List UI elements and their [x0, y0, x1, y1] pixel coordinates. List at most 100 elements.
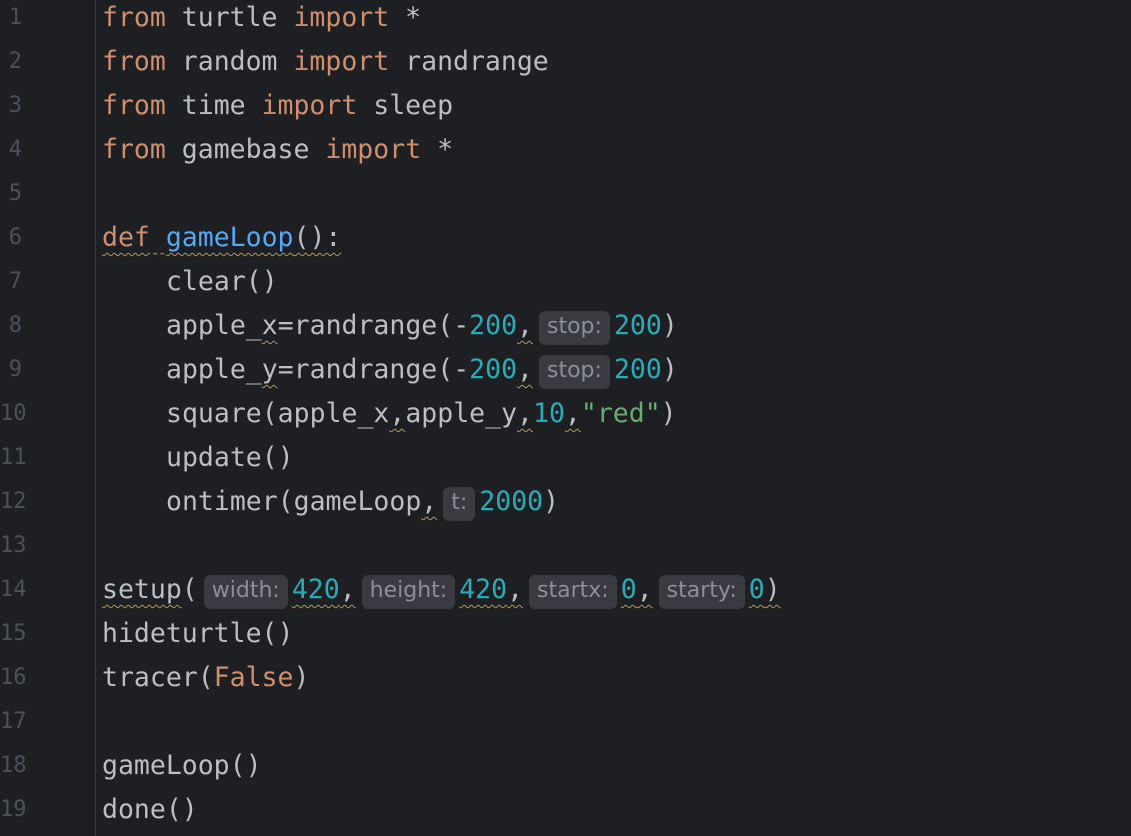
code-line[interactable]: 18 gameLoop() [0, 748, 1131, 792]
code-token: , [389, 398, 406, 429]
code-token: 200 [613, 310, 662, 341]
code-token: , [517, 310, 533, 341]
gutter-divider [95, 0, 96, 836]
code-token: 420 [459, 574, 508, 605]
line-number: 15 [0, 621, 27, 646]
line-code: from time import sleep [102, 88, 453, 132]
code-token: False [213, 662, 294, 693]
code-token: ontimer(gameLoop [166, 486, 422, 517]
code-line[interactable]: 3 from time import sleep [0, 88, 1131, 132]
code-token: 200 [613, 354, 662, 385]
code-token: sleep [357, 90, 454, 121]
code-line[interactable]: 11 update() [0, 440, 1131, 484]
code-line[interactable]: 19 done() [0, 792, 1131, 836]
code-token: apple_y [405, 398, 518, 429]
code-line[interactable]: 17 [0, 704, 1131, 748]
code-token: , [564, 398, 581, 429]
code-token: , [636, 574, 653, 605]
line-number: 2 [8, 49, 22, 74]
line-number: 14 [0, 577, 27, 602]
parameter-hint: stop: [539, 311, 610, 345]
code-token: "red" [580, 398, 661, 429]
line-code: done() [102, 792, 198, 836]
code-token: x [261, 310, 278, 341]
code-token: * [421, 134, 454, 165]
code-token: from [102, 46, 166, 77]
code-token: update() [166, 442, 294, 473]
code-token [150, 222, 166, 253]
line-number: 6 [8, 225, 22, 250]
code-token: ) [661, 354, 678, 385]
line-number: 1 [8, 5, 22, 30]
line-number: 8 [8, 313, 22, 338]
parameter-hint: starty: [658, 575, 745, 609]
line-code: clear() [166, 264, 278, 308]
code-token: apple_ [166, 354, 262, 385]
code-token: ) [764, 574, 781, 605]
code-line[interactable]: 9 apple_y=randrange(-200,stop:200) [0, 352, 1131, 396]
code-token: def [102, 222, 150, 253]
code-token: from [102, 134, 166, 165]
code-token: , [517, 354, 533, 385]
code-token: ) [543, 486, 560, 517]
line-code: apple_x=randrange(-200,stop:200) [166, 308, 678, 352]
code-token: gameLoop() [102, 750, 262, 781]
code-token: =randrange(- [277, 354, 470, 385]
code-token: random [165, 46, 294, 77]
code-token: import [261, 90, 358, 121]
code-line[interactable]: 13 [0, 528, 1131, 572]
code-line[interactable]: 12 ontimer(gameLoop,t:2000) [0, 484, 1131, 528]
parameter-hint: width: [203, 575, 288, 609]
line-code: setup(width:420,height:420,startx:0,star… [102, 572, 781, 616]
code-token: from [102, 90, 166, 121]
line-code: hideturtle() [102, 616, 293, 660]
parameter-hint: stop: [539, 355, 610, 389]
code-token: import [325, 134, 422, 165]
code-line[interactable]: 2 from random import randrange [0, 44, 1131, 88]
code-line[interactable]: 15 hideturtle() [0, 616, 1131, 660]
code-token: gamebase [165, 134, 326, 165]
code-token: gameLoop [165, 222, 294, 253]
code-line[interactable]: 7 clear() [0, 264, 1131, 308]
line-number: 10 [0, 401, 27, 426]
line-code: def gameLoop(): [102, 220, 341, 264]
code-token: import [293, 46, 390, 77]
code-token: =randrange(- [277, 310, 470, 341]
code-line[interactable]: 6 def gameLoop(): [0, 220, 1131, 264]
code-token: , [507, 574, 524, 605]
code-token: 200 [469, 354, 518, 385]
line-number: 13 [0, 533, 27, 558]
line-number: 11 [0, 445, 27, 470]
line-number: 12 [0, 489, 27, 514]
code-line[interactable]: 5 [0, 176, 1131, 220]
code-token: 10 [533, 398, 565, 429]
code-token: from [102, 2, 166, 33]
code-token: randrange [389, 46, 549, 77]
code-token: time [165, 90, 262, 121]
code-token: ) [661, 310, 678, 341]
code-token: ( [181, 574, 198, 605]
line-number: 17 [0, 709, 27, 734]
line-number: 18 [0, 753, 27, 778]
code-token: , [421, 486, 438, 517]
line-code: from random import randrange [102, 44, 549, 88]
code-token: , [339, 574, 356, 605]
line-number: 19 [0, 797, 27, 822]
line-code: apple_y=randrange(-200,stop:200) [166, 352, 678, 396]
line-number: 16 [0, 665, 27, 690]
code-token: apple_ [166, 310, 262, 341]
line-number: 7 [8, 269, 22, 294]
line-code: ontimer(gameLoop,t:2000) [166, 484, 559, 528]
code-token: clear() [166, 266, 278, 297]
code-token: (): [293, 222, 342, 253]
line-number: 9 [8, 357, 22, 382]
line-number: 3 [8, 93, 22, 118]
line-number: 5 [8, 181, 22, 206]
